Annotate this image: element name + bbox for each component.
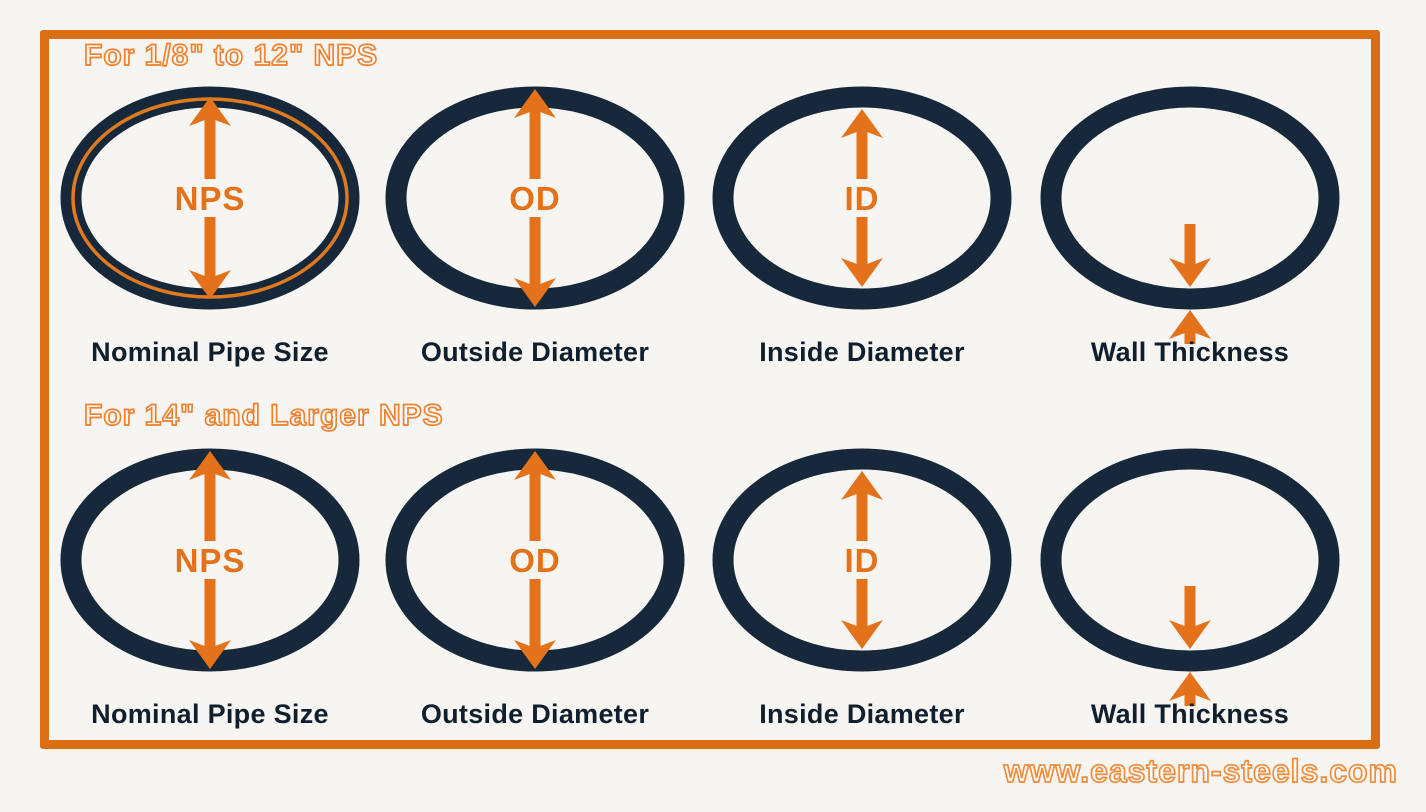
figure-caption-nps-large: Nominal Pipe Size bbox=[91, 699, 329, 729]
nps-abbr-label: NPS bbox=[175, 542, 246, 579]
pipe-ring-nps-icon: NPS bbox=[60, 86, 360, 310]
diagram-border-frame bbox=[40, 30, 1380, 749]
section-heading-large-nps: For 14" and Larger NPS bbox=[83, 398, 444, 433]
figure-caption-id-large: Inside Diameter bbox=[759, 699, 965, 729]
id-abbr-label: ID bbox=[845, 542, 880, 579]
figure-caption-id-small: Inside Diameter bbox=[759, 337, 965, 367]
nps-abbr-label: NPS bbox=[175, 180, 246, 217]
figure-nps-small: NPS bbox=[60, 86, 360, 351]
figure-caption-wt-small: Wall Thickness bbox=[1090, 337, 1290, 367]
figure-caption-nps-small: Nominal Pipe Size bbox=[91, 337, 329, 367]
od-abbr-label: OD bbox=[509, 180, 561, 217]
pipe-ring-nps-large-icon: NPS bbox=[60, 448, 360, 672]
figure-od-small: OD bbox=[385, 86, 685, 351]
section-heading-small-nps: For 1/8" to 12" NPS bbox=[83, 38, 379, 73]
pipe-ring-od-large-icon: OD bbox=[385, 448, 685, 672]
figure-caption-wt-large: Wall Thickness bbox=[1090, 699, 1290, 729]
od-abbr-label: OD bbox=[509, 542, 561, 579]
pipe-ring-id-icon: ID bbox=[712, 86, 1012, 310]
id-abbr-label: ID bbox=[845, 180, 880, 217]
figure-wall-thickness-large bbox=[1040, 448, 1340, 713]
figure-caption-od-large: Outside Diameter bbox=[420, 699, 650, 729]
pipe-ring-od-icon: OD bbox=[385, 86, 685, 310]
figure-id-large: ID bbox=[712, 448, 1012, 713]
figure-wall-thickness-small bbox=[1040, 86, 1340, 351]
figure-od-large: OD bbox=[385, 448, 685, 713]
watermark-url: www.eastern-steels.com bbox=[1003, 752, 1398, 790]
wall-thickness-arrows-large-icon bbox=[1040, 448, 1340, 706]
figure-caption-od-small: Outside Diameter bbox=[420, 337, 650, 367]
figure-nps-large: NPS bbox=[60, 448, 360, 713]
wall-thickness-arrows-icon bbox=[1040, 86, 1340, 344]
figure-id-small: ID bbox=[712, 86, 1012, 351]
pipe-ring-id-large-icon: ID bbox=[712, 448, 1012, 672]
